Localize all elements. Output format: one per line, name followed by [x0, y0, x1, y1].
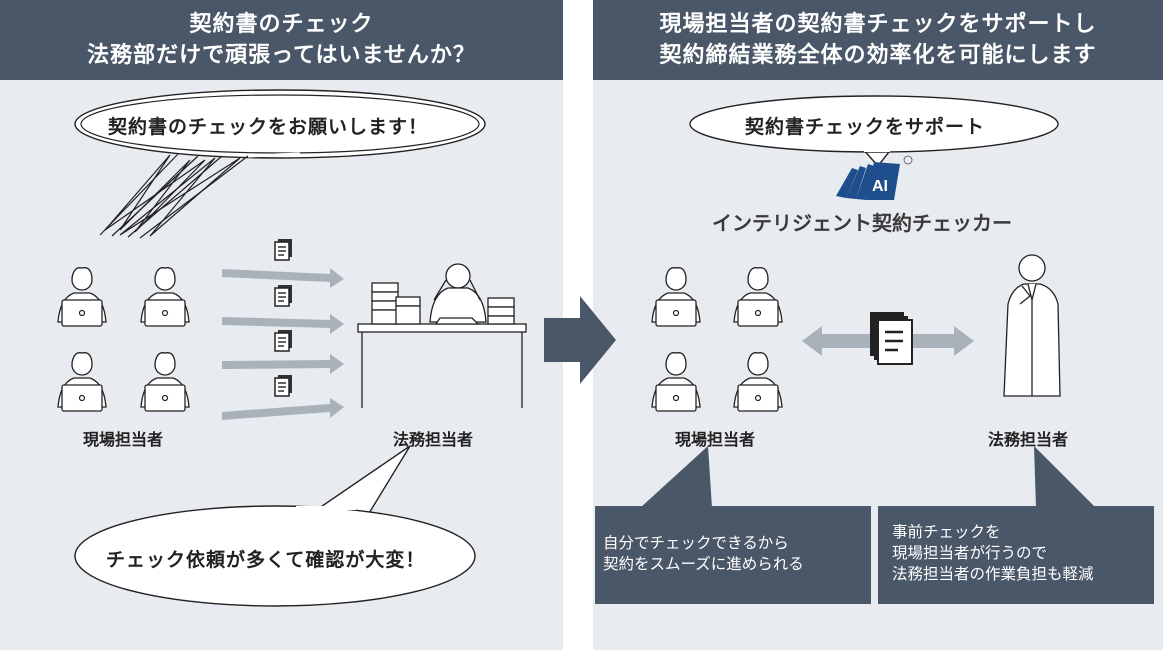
person-with-laptop-icon [733, 267, 783, 327]
document-stack-icon [870, 312, 913, 365]
person-with-laptop-icon [651, 352, 701, 412]
person-with-laptop-icon [733, 352, 783, 412]
product-name: インテリジェント契約チェッカー [712, 211, 1012, 235]
document-icon [274, 374, 293, 397]
person-with-laptop-icon [140, 267, 190, 327]
desk-icon [357, 263, 527, 408]
ai-logo-icon: AI [836, 155, 913, 200]
right-header-line-2: 契約締結業務全体の効率化を可能にします [659, 43, 1097, 68]
right-header: 現場担当者の契約書チェックをサポートし 契約締結業務全体の効率化を可能にします [593, 0, 1163, 80]
note-staff-line-2: 契約をスムーズに進められる [603, 555, 804, 573]
note-legal-line-2: 現場担当者が行うので [892, 544, 1048, 562]
businessman-icon [1003, 254, 1061, 397]
note-legal: 事前チェックを 現場担当者が行うので 法務担当者の作業負担も軽減 [878, 506, 1154, 604]
logo-text: AI [872, 178, 888, 195]
person-with-laptop-icon [57, 352, 107, 412]
complaint-bubble-text: チェック依頼が多くて確認が大変！ [106, 549, 426, 571]
note-legal-line-1: 事前チェックを [892, 523, 1001, 541]
left-header: 契約書のチェック 法務部だけで頑張ってはいませんか？ [0, 0, 563, 80]
left-header-line-2: 法務部だけで頑張ってはいませんか？ [87, 43, 476, 68]
note-staff: 自分でチェックできるから 契約をスムーズに進められる [595, 506, 871, 604]
left-staff-label: 現場担当者 [83, 430, 164, 449]
request-arrows [222, 268, 344, 420]
transition-arrow [544, 296, 616, 384]
person-with-laptop-icon [57, 267, 107, 327]
request-bubble-text: 契約書のチェックをお願いします！ [108, 116, 429, 138]
complaint-bubble [74, 445, 476, 607]
person-with-laptop-icon [651, 267, 701, 327]
note-staff-line-1: 自分でチェックできるから [603, 534, 789, 552]
note-pointer-staff [640, 446, 712, 508]
note-pointer-legal [1034, 446, 1096, 508]
left-legal-label: 法務担当者 [393, 430, 474, 449]
person-with-laptop-icon [140, 352, 190, 412]
registered-mark-icon [903, 155, 913, 165]
support-bubble-text: 契約書チェックをサポート [745, 116, 986, 138]
right-header-line-1: 現場担当者の契約書チェックをサポートし [659, 12, 1097, 37]
document-icon [274, 284, 293, 307]
request-bubble [74, 89, 486, 239]
right-legal-label: 法務担当者 [988, 430, 1069, 449]
note-legal-line-3: 法務担当者の作業負担も軽減 [892, 565, 1094, 583]
support-bubble [689, 95, 1059, 168]
left-header-line-1: 契約書のチェック [189, 12, 374, 37]
document-icon [274, 238, 293, 261]
document-icon [274, 329, 293, 352]
right-staff-label: 現場担当者 [675, 430, 756, 449]
